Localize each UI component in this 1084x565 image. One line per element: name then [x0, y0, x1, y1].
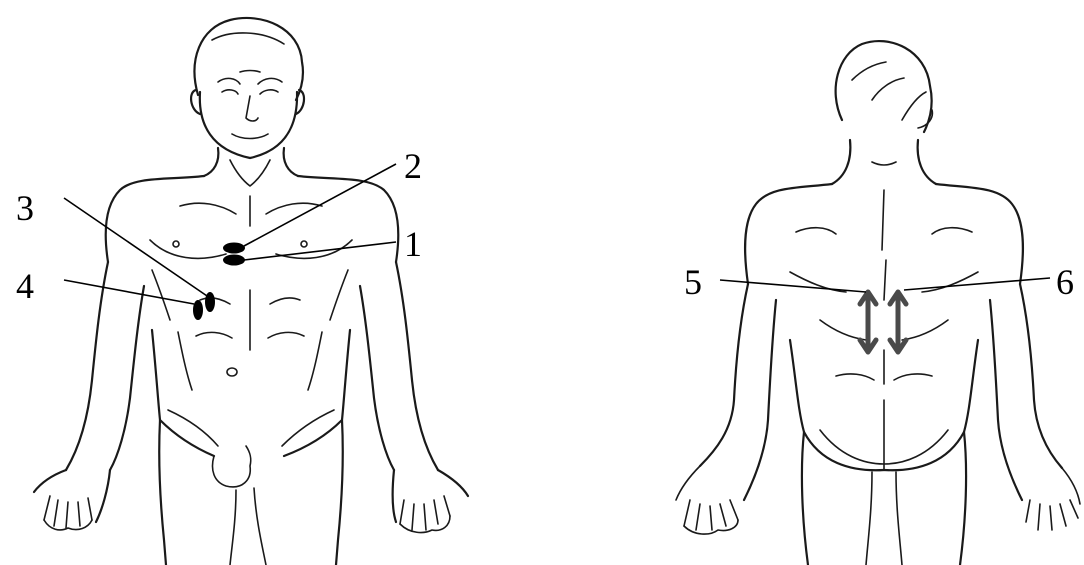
front-figure — [34, 18, 468, 565]
arrow-left-vertical — [860, 292, 876, 352]
label-4: 4 — [16, 266, 34, 306]
leader-5 — [720, 280, 866, 292]
label-6: 6 — [1056, 262, 1074, 302]
leader-6 — [904, 278, 1050, 290]
label-1: 1 — [404, 224, 422, 264]
marker-4 — [193, 300, 203, 320]
leader-lines — [64, 164, 1050, 304]
label-5: 5 — [684, 262, 702, 302]
leader-2 — [244, 164, 396, 246]
label-3: 3 — [16, 188, 34, 228]
markers — [193, 243, 245, 321]
marker-1 — [223, 255, 245, 266]
marker-2 — [223, 243, 245, 254]
number-labels: 1 2 3 4 5 6 — [16, 146, 1074, 306]
label-2: 2 — [404, 146, 422, 186]
back-arrows — [860, 292, 906, 352]
arrow-right-vertical — [890, 292, 906, 352]
leader-3 — [64, 198, 210, 298]
leader-4 — [64, 280, 194, 304]
